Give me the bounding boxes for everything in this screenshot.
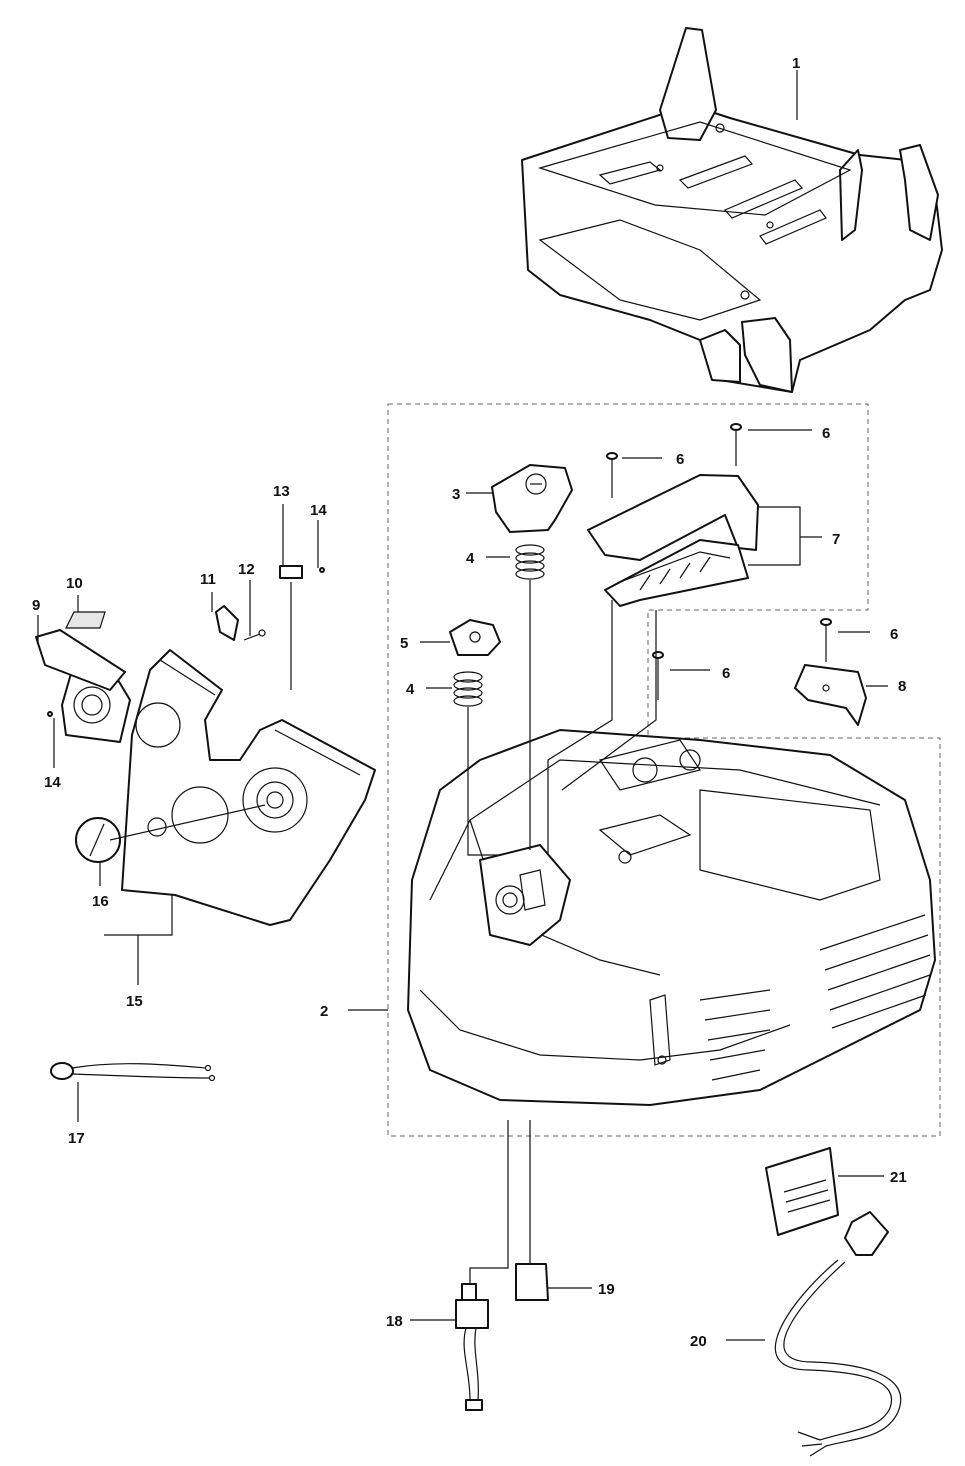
callout-10: 10: [66, 575, 83, 592]
callout-6-d: 6: [722, 665, 730, 682]
part-5-small-knob: [449, 619, 501, 656]
callout-3: 3: [452, 486, 460, 503]
callout-labels: 1 2 3 4 4 5 6 6 6 6 7 8 9 10 11 12 13 14…: [32, 55, 907, 1350]
callout-1: 1: [792, 55, 800, 72]
part-4-spring-upper: [515, 544, 545, 580]
callout-9: 9: [32, 597, 40, 614]
leader-lines: [37, 70, 888, 1341]
part-17-ground-cable: [50, 1062, 216, 1082]
part-6-screw-b: [730, 423, 742, 466]
callout-5: 5: [400, 635, 408, 652]
part-9-socket: [35, 629, 131, 743]
part-7-handle: [587, 474, 759, 607]
part-6-screw-a: [606, 452, 618, 498]
callout-13: 13: [273, 483, 290, 500]
callout-18: 18: [386, 1313, 403, 1330]
callout-2: 2: [320, 1003, 328, 1020]
part-8-clip: [794, 664, 867, 726]
part-4-spring-lower: [453, 671, 483, 707]
callout-11: 11: [200, 571, 216, 588]
part-13-plate: [279, 565, 303, 579]
part-3-knob-cap: [491, 464, 573, 533]
part-16-rotary-knob: [75, 817, 121, 863]
part-6-screw-c: [820, 618, 832, 662]
part-14-screw-a: [319, 567, 325, 573]
part-1-top-frame: [521, 27, 943, 393]
part-11-switch: [215, 605, 239, 641]
callout-14-b: 14: [44, 774, 61, 791]
part-12-screw: [243, 629, 266, 641]
callout-20: 20: [690, 1333, 707, 1350]
callout-19: 19: [598, 1281, 615, 1298]
callout-15: 15: [126, 993, 143, 1010]
part-10-gasket: [65, 611, 106, 629]
callout-21: 21: [890, 1169, 907, 1186]
assembly-boundary: [387, 403, 941, 1137]
callout-8: 8: [898, 678, 906, 695]
part-21-label-plate: [765, 1147, 839, 1236]
part-2-main-housing: [407, 729, 936, 1106]
part-20-power-cord: [774, 1211, 902, 1457]
callout-6-b: 6: [822, 425, 830, 442]
callout-6-a: 6: [676, 451, 684, 468]
callout-17: 17: [68, 1130, 85, 1147]
callout-4-lower: 4: [406, 681, 415, 698]
part-6-screw-d: [652, 651, 664, 700]
callout-16: 16: [92, 893, 109, 910]
callout-6-c: 6: [890, 626, 898, 643]
part-14-screw-b: [47, 711, 53, 717]
part-19-connector: [515, 1263, 549, 1301]
callout-7: 7: [832, 531, 840, 548]
callout-4-upper: 4: [466, 550, 475, 567]
part-15-control-panel: [121, 649, 376, 926]
callout-12: 12: [238, 561, 255, 578]
callout-14-a: 14: [310, 502, 327, 519]
part-18-wiring-harness: [455, 1283, 489, 1411]
